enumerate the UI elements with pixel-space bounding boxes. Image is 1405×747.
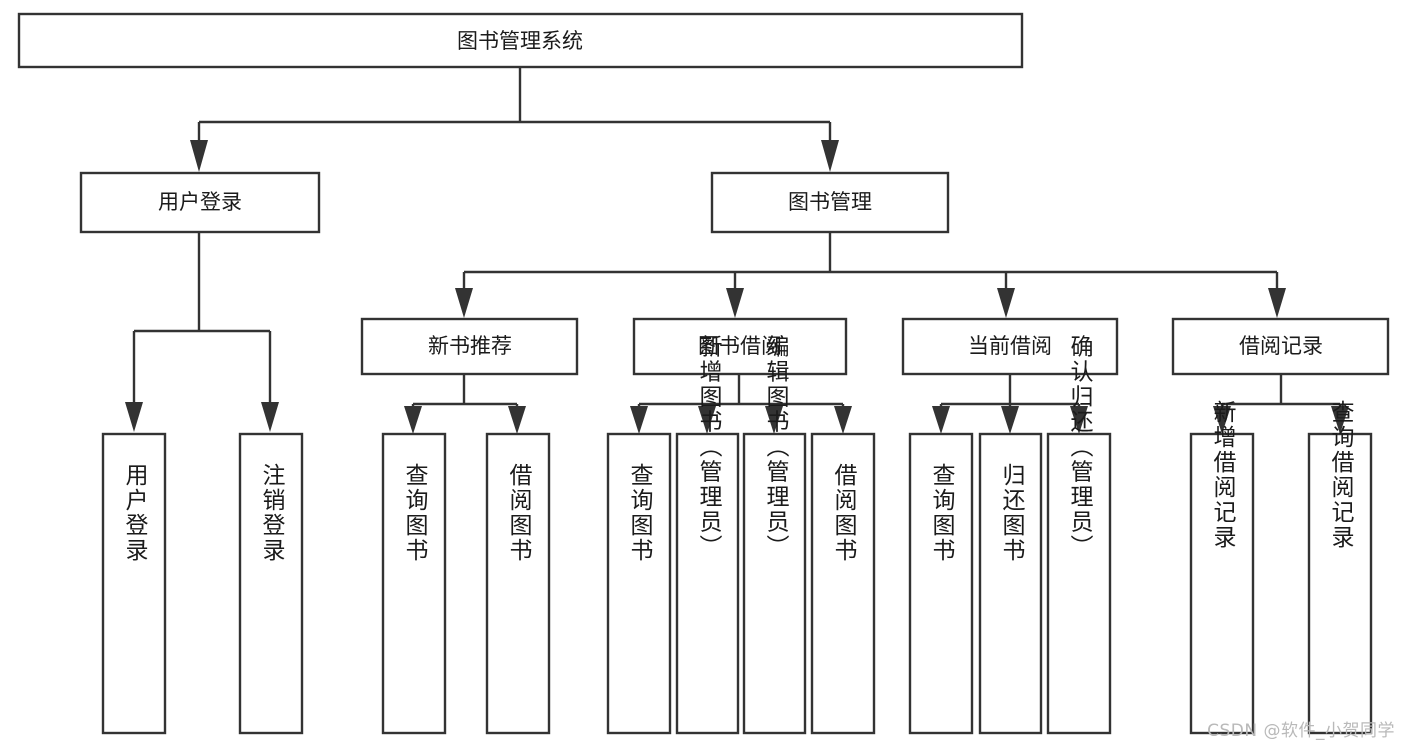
node-leaf-query-book-1-box[interactable] — [381, 432, 447, 735]
arrowhead-leaf-query-book-2 — [630, 406, 648, 434]
node-leaf-query-book-1-label: 查询图书 — [401, 463, 429, 563]
node-leaf-query-book-2[interactable]: 查询图书 — [606, 432, 672, 735]
node-new-book-rec[interactable]: 新书推荐 — [360, 317, 579, 376]
arrowhead-user-login — [190, 140, 208, 172]
node-borrow-record-label: 借阅记录 — [1239, 334, 1323, 358]
node-leaf-borrow-book-2-box[interactable] — [810, 432, 876, 735]
node-leaf-query-book-3-box[interactable] — [908, 432, 974, 735]
node-leaf-query-record-box[interactable] — [1307, 432, 1373, 735]
node-leaf-user-login-box[interactable] — [101, 432, 167, 735]
node-book-borrow[interactable]: 图书借阅 — [632, 317, 848, 376]
node-leaf-add-book[interactable]: 新增图书（管理员） — [675, 335, 740, 735]
node-leaf-return-book[interactable]: 归还图书 — [978, 432, 1043, 735]
node-book-manage[interactable]: 图书管理 — [710, 171, 950, 234]
node-leaf-add-book-label: 新增图书（管理员） — [695, 335, 723, 560]
node-new-book-rec-box[interactable] — [360, 317, 579, 376]
node-book-borrow-label: 图书借阅 — [698, 334, 782, 358]
arrowhead-leaf-query-record — [1331, 406, 1349, 434]
node-book-manage-box[interactable] — [710, 171, 950, 234]
node-root-label: 图书管理系统 — [457, 29, 583, 53]
node-borrow-record[interactable]: 借阅记录 — [1171, 317, 1390, 376]
arrowhead-leaf-borrow-book-1 — [508, 406, 526, 434]
node-leaf-edit-book-box[interactable] — [742, 432, 807, 735]
node-root[interactable]: 图书管理系统 — [17, 12, 1024, 69]
node-new-book-rec-label: 新书推荐 — [428, 334, 512, 358]
arrowhead-book-borrow — [726, 288, 744, 318]
connector-layer — [125, 67, 1349, 434]
node-borrow-record-box[interactable] — [1171, 317, 1390, 376]
node-user-login-label: 用户登录 — [158, 190, 242, 214]
arrowhead-leaf-confirm-return — [1070, 406, 1088, 434]
node-leaf-return-book-box[interactable] — [978, 432, 1043, 735]
node-leaf-query-book-3[interactable]: 查询图书 — [908, 432, 974, 735]
node-leaf-add-book-box[interactable] — [675, 432, 740, 735]
node-leaf-query-record-label: 查询借阅记录 — [1327, 400, 1355, 550]
node-leaf-add-record[interactable]: 新增借阅记录 — [1189, 400, 1255, 735]
arrowhead-leaf-add-book — [698, 406, 716, 434]
node-leaf-user-logout[interactable]: 注销登录 — [238, 432, 304, 735]
node-current-borrow-box[interactable] — [901, 317, 1119, 376]
node-leaf-add-record-box[interactable] — [1189, 432, 1255, 735]
node-leaf-confirm-return-box[interactable] — [1046, 432, 1112, 735]
node-leaf-query-book-2-label: 查询图书 — [626, 463, 654, 563]
node-user-login[interactable]: 用户登录 — [79, 171, 321, 234]
node-leaf-user-login-label: 用户登录 — [121, 463, 149, 563]
node-leaf-user-login[interactable]: 用户登录 — [101, 432, 167, 735]
arrowhead-leaf-query-book-1 — [404, 406, 422, 434]
node-leaf-confirm-return[interactable]: 确认归还（管理员） — [1046, 335, 1112, 735]
node-leaf-user-logout-box[interactable] — [238, 432, 304, 735]
arrowhead-leaf-borrow-book-2 — [834, 406, 852, 434]
node-leaf-edit-book-label: 编辑图书（管理员） — [762, 335, 790, 560]
node-book-manage-label: 图书管理 — [788, 190, 872, 214]
node-leaf-query-book-3-label: 查询图书 — [928, 463, 956, 563]
node-leaf-borrow-book-1[interactable]: 借阅图书 — [485, 432, 551, 735]
node-leaf-query-book-2-box[interactable] — [606, 432, 672, 735]
node-leaf-add-record-label: 新增借阅记录 — [1209, 400, 1237, 550]
node-leaf-return-book-label: 归还图书 — [998, 463, 1026, 563]
node-root-box[interactable] — [17, 12, 1024, 69]
node-leaf-borrow-book-2[interactable]: 借阅图书 — [810, 432, 876, 735]
arrowhead-leaf-user-logout — [261, 402, 279, 432]
node-leaf-borrow-book-2-label: 借阅图书 — [830, 463, 858, 563]
node-current-borrow-label: 当前借阅 — [968, 334, 1052, 358]
node-leaf-borrow-book-1-box[interactable] — [485, 432, 551, 735]
node-leaf-query-record[interactable]: 查询借阅记录 — [1307, 400, 1373, 735]
arrowhead-leaf-edit-book — [765, 406, 783, 434]
node-leaf-borrow-book-1-label: 借阅图书 — [505, 463, 533, 563]
arrowhead-borrow-record — [1268, 288, 1286, 318]
arrowhead-current-borrow — [997, 288, 1015, 318]
node-leaf-user-logout-label: 注销登录 — [258, 463, 286, 563]
arrowhead-leaf-query-book-3 — [932, 406, 950, 434]
node-leaf-confirm-return-label: 确认归还（管理员） — [1066, 335, 1094, 560]
arrowhead-leaf-user-login — [125, 402, 143, 432]
node-leaf-query-book-1[interactable]: 查询图书 — [381, 432, 447, 735]
node-book-borrow-box[interactable] — [632, 317, 848, 376]
arrowhead-new-book-rec — [455, 288, 473, 318]
arrowhead-leaf-add-record — [1213, 406, 1231, 434]
node-user-login-box[interactable] — [79, 171, 321, 234]
node-leaf-edit-book[interactable]: 编辑图书（管理员） — [742, 335, 807, 735]
arrowhead-leaf-return-book — [1001, 406, 1019, 434]
csdn-watermark: CSDN @软件_小贺同学 — [1207, 721, 1395, 741]
node-current-borrow[interactable]: 当前借阅 — [901, 317, 1119, 376]
arrowhead-book-manage — [821, 140, 839, 172]
